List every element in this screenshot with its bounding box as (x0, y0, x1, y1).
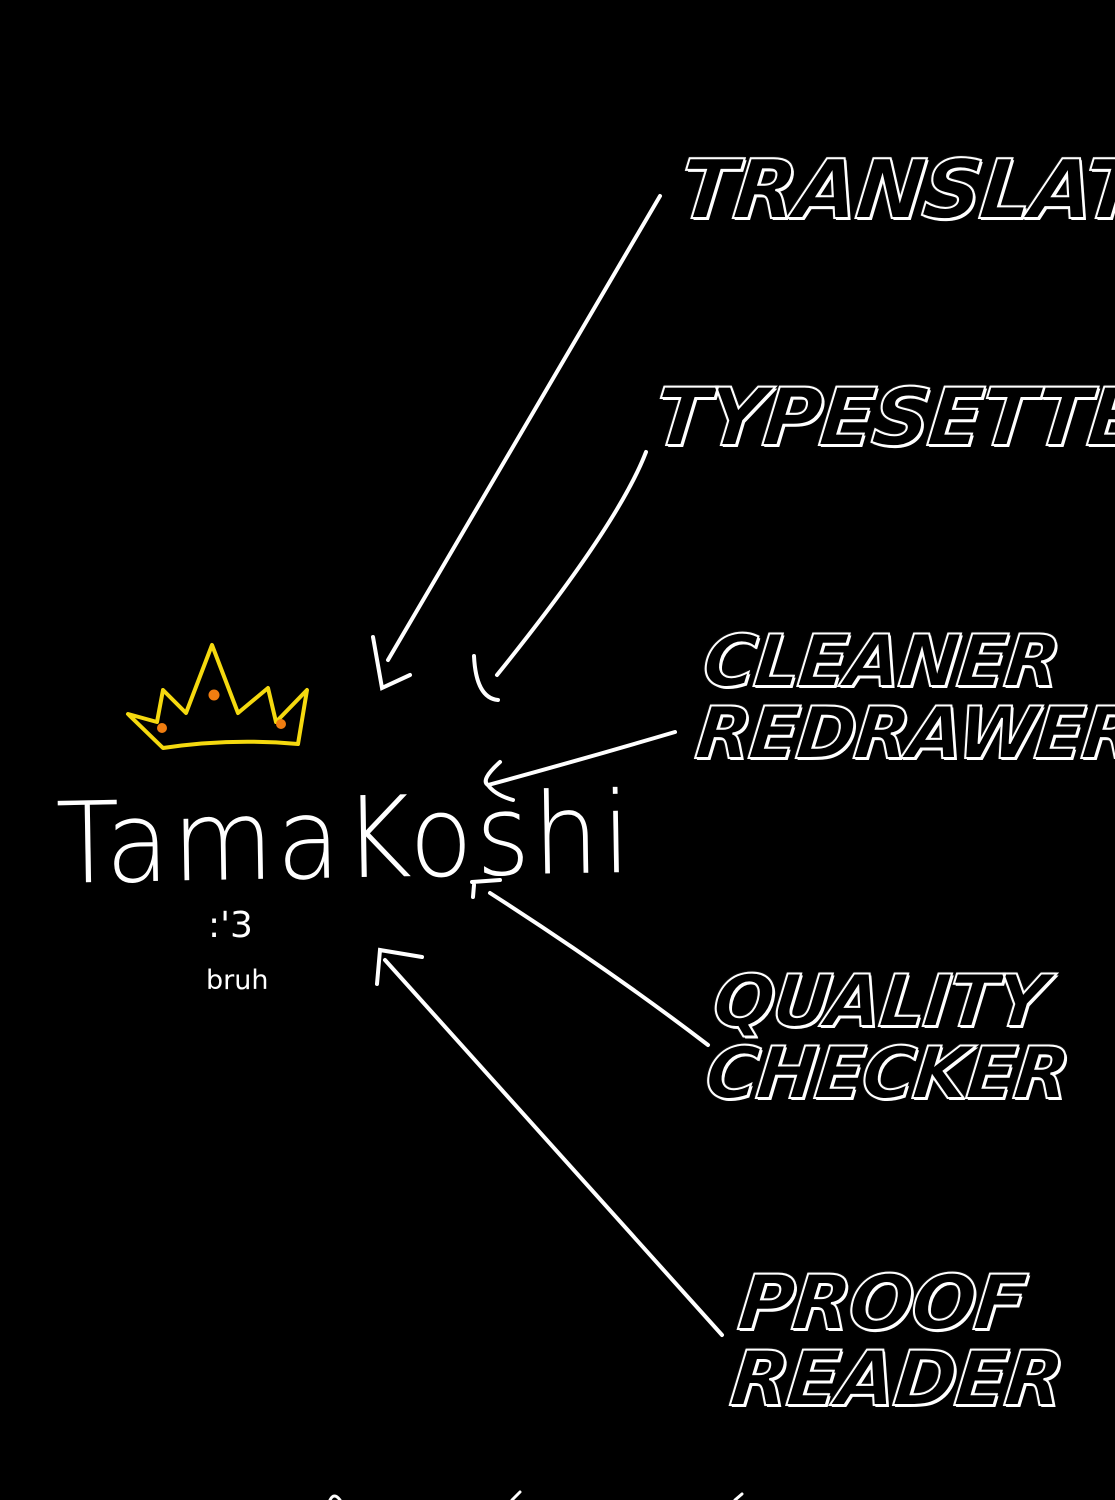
role-typesetter: TYPESETTER (649, 370, 1115, 465)
role-typesetter-line: TYPESETTER (649, 370, 1115, 465)
role-checker-line: CHECKER (701, 1030, 1073, 1116)
crown-gem (208, 689, 220, 701)
center-face: :'3 (208, 905, 253, 946)
crown-gem (276, 719, 286, 729)
arrow-typesetter (472, 450, 648, 702)
arrow-cleaner-redrawer (483, 730, 677, 802)
role-redrawer-line: REDRAWER (691, 690, 1115, 776)
role-quality-checker: QUALITY CHECKER (701, 958, 1073, 1116)
bottom-scribbles (328, 1490, 744, 1500)
role-reader-line: READER (725, 1333, 1067, 1424)
arrow-translator (371, 194, 662, 691)
role-translator: TRANSLATOR (674, 142, 1115, 239)
center-name: TamaKoshi (55, 767, 635, 910)
crown-gem (157, 723, 167, 733)
arrow-quality-checker (470, 878, 710, 1047)
role-quality-line: QUALITY (708, 958, 1051, 1044)
arrow-proof-reader (375, 947, 724, 1337)
role-proof-line: PROOF (733, 1257, 1030, 1348)
role-cleaner-line: CLEANER (698, 618, 1063, 704)
role-proof-reader: PROOF READER (725, 1257, 1067, 1424)
role-cleaner-redrawer: CLEANER REDRAWER (691, 618, 1115, 776)
role-translator-line: TRANSLATOR (674, 142, 1115, 239)
crown-icon (126, 643, 309, 750)
center-note: bruh (206, 965, 269, 996)
